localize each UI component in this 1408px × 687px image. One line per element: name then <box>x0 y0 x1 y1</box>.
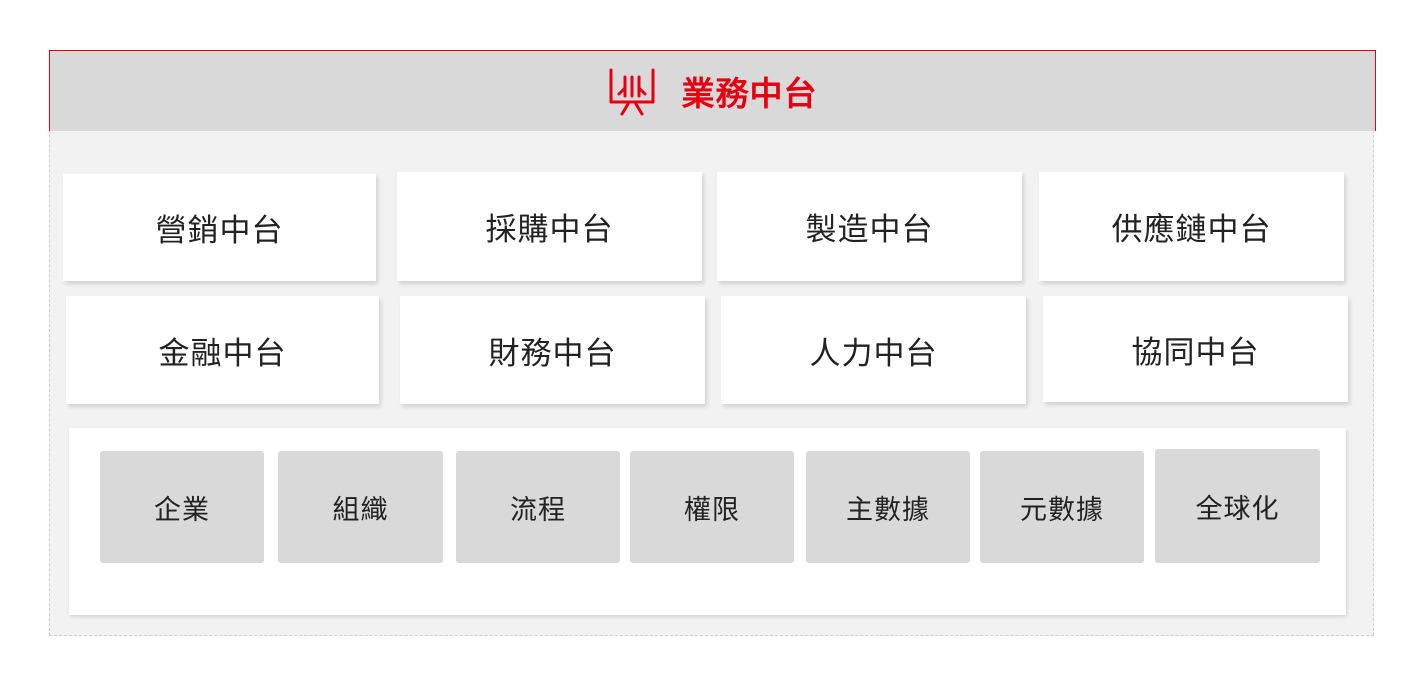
foundation-item-metadata: 元數據 <box>980 451 1144 563</box>
presentation-board-icon <box>608 66 656 116</box>
foundation-item-globalization: 全球化 <box>1155 449 1320 563</box>
foundation-item-enterprise: 企業 <box>100 451 264 563</box>
platform-card-collaboration: 協同中台 <box>1043 296 1348 402</box>
platform-card-supply-chain: 供應鏈中台 <box>1039 172 1344 281</box>
foundation-item-master-data: 主數據 <box>806 451 970 563</box>
panel-header: 業務中台 <box>49 50 1376 131</box>
platform-card-accounting: 財務中台 <box>400 296 705 404</box>
platform-card-human-resources: 人力中台 <box>721 296 1026 404</box>
platform-card-manufacturing: 製造中台 <box>717 172 1022 281</box>
platform-card-finance-services: 金融中台 <box>66 296 379 404</box>
foundation-item-organization: 組織 <box>278 451 443 563</box>
foundation-item-process: 流程 <box>456 451 620 563</box>
platform-card-procurement: 採購中台 <box>397 172 702 281</box>
panel-title: 業務中台 <box>681 74 818 113</box>
platform-card-marketing: 營銷中台 <box>63 174 376 281</box>
foundation-item-permissions: 權限 <box>630 451 794 563</box>
